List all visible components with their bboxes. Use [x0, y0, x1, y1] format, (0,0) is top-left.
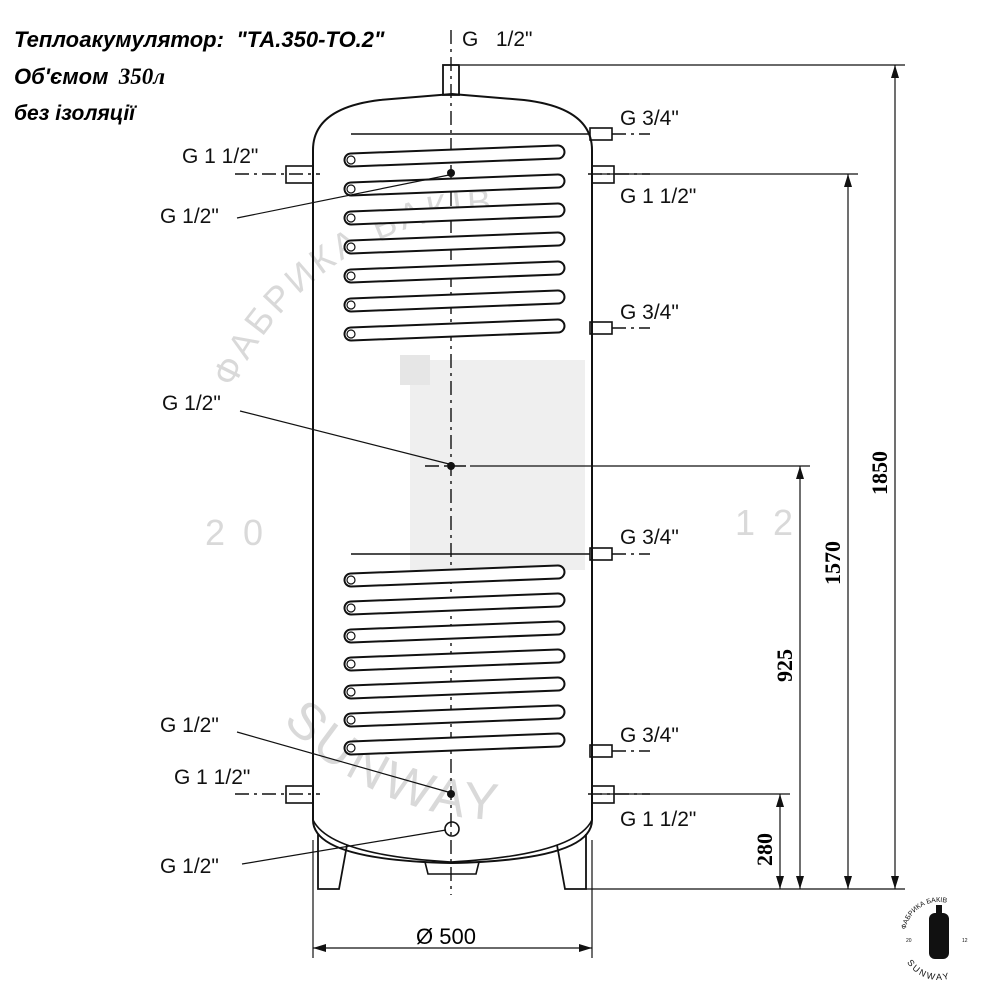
upper-coil-tube-end — [346, 155, 356, 165]
upper-coil — [343, 133, 590, 342]
logo-year-right: 12 — [962, 938, 968, 944]
dim-total-height: 1850 — [867, 451, 892, 495]
upper-coil-turn — [345, 320, 564, 340]
upper-coil-tube-end — [346, 300, 356, 310]
upper-sensor-point — [447, 169, 455, 177]
lower-coil-turn — [345, 678, 564, 698]
label-lower-coil-top: G 3/4" — [620, 526, 679, 549]
dim-middle-sensor-height: 925 — [772, 649, 797, 682]
lower-coil-tube-end — [346, 603, 356, 613]
lower-sensor-point — [447, 790, 455, 798]
lower-coil-turn — [345, 622, 564, 642]
tank-leg-right — [556, 834, 587, 890]
watermark-tank-top — [400, 355, 430, 385]
upper-coil-tube-end — [346, 242, 356, 252]
lower-coil-turn — [345, 650, 564, 670]
label-upper-right-port: G 1 1/2" — [620, 185, 696, 208]
dim-lower-port-height: 280 — [752, 833, 777, 866]
leader-lines — [236, 174, 450, 865]
dim-upper-port-height: 1570 — [820, 541, 845, 585]
upper-coil-tube-end — [346, 271, 356, 281]
lower-coil-tube-end — [346, 715, 356, 725]
title-line-2: Об'ємом 350л — [14, 64, 165, 89]
lower-coil-turn — [345, 706, 564, 726]
upper-coil-turn — [345, 204, 564, 224]
lower-coil-turn — [345, 594, 564, 614]
upper-coil-bottom-nozzle — [589, 321, 613, 335]
upper-coil-tube-end — [346, 213, 356, 223]
tank-outline — [312, 92, 593, 865]
dimension-labels: 1850 1570 925 280 Ø 500 — [416, 451, 892, 949]
label-upper-coil-top: G 3/4" — [620, 107, 679, 130]
upper-coil-tube-end — [346, 329, 356, 339]
watermark-year-left: 2 0 — [205, 512, 267, 553]
upper-coil-top-nozzle — [589, 127, 613, 141]
tank-leg-left — [317, 834, 348, 890]
dimension-arrows — [313, 65, 899, 952]
tank-bottom-dish — [312, 819, 593, 863]
coil-connections — [589, 127, 650, 758]
label-upper-coil-bottom: G 3/4" — [620, 301, 679, 324]
lower-coil-tube-end — [346, 575, 356, 585]
dim-diameter: Ø 500 — [416, 924, 476, 949]
label-lower-coil-bottom: G 3/4" — [620, 724, 679, 747]
lower-left-port — [285, 785, 314, 804]
sunway-logo: ФАБРИКА БАКІВ SUNWAY 20 12 — [897, 894, 981, 982]
label-lower-left-port: G 1 1/2" — [174, 766, 250, 789]
label-lower-right-port: G 1 1/2" — [620, 808, 696, 831]
lower-coil-tube-end — [346, 659, 356, 669]
title-line-1: Теплоакумулятор: "ТА.350-ТО.2" — [14, 27, 385, 52]
title-line-3: без ізоляції — [14, 102, 137, 125]
label-upper-sensor: G 1/2" — [160, 205, 219, 228]
upper-coil-turn — [345, 233, 564, 253]
label-top-outlet: G 1/2" — [462, 28, 533, 51]
drain-outlet — [424, 861, 480, 875]
lower-coil-turn — [345, 734, 564, 754]
lower-coil-top-nozzle — [589, 547, 613, 561]
connection-labels: G 1/2" G 3/4" G 1 1/2" G 1 1/2" G 1/2" G… — [160, 28, 696, 878]
lower-coil-bottom-nozzle — [589, 744, 613, 758]
lower-coil — [343, 553, 590, 756]
logo-year-left: 20 — [906, 938, 912, 944]
lower-coil-tube-end — [346, 631, 356, 641]
watermark-year-right: 1 2 — [735, 502, 797, 543]
upper-left-port — [285, 165, 314, 184]
drain-sensor-point — [444, 821, 460, 837]
watermark-tank-silhouette — [410, 360, 585, 570]
label-drain: G 1/2" — [160, 855, 219, 878]
lower-coil-tube-end — [346, 687, 356, 697]
label-upper-left-port: G 1 1/2" — [182, 145, 258, 168]
label-lower-sensor: G 1/2" — [160, 714, 219, 737]
upper-coil-turn — [345, 146, 564, 166]
label-middle-sensor: G 1/2" — [162, 392, 221, 415]
lower-coil-tube-end — [346, 743, 356, 753]
upper-coil-tube-end — [346, 184, 356, 194]
title-block: Теплоакумулятор: "ТА.350-ТО.2" Об'ємом 3… — [14, 27, 385, 125]
upper-coil-turn — [345, 262, 564, 282]
logo-tank-icon — [929, 913, 949, 959]
lower-coil-turn — [345, 566, 564, 586]
dimension-lines — [312, 64, 905, 958]
upper-coil-turn — [345, 291, 564, 311]
